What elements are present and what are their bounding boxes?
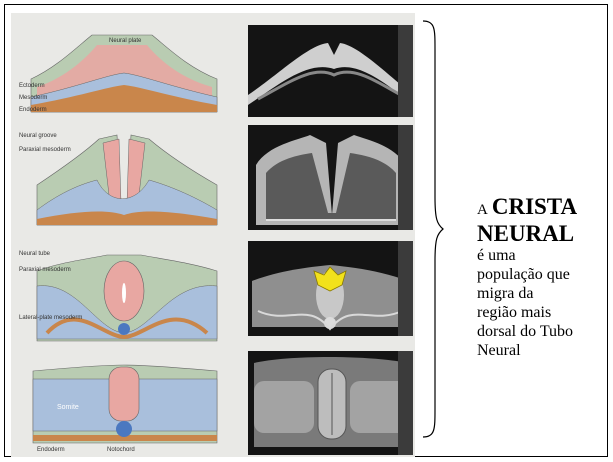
- caption-title-line1: CRISTA: [492, 194, 577, 219]
- diagram-neural-tube: Neural tube Paraxial mesoderm Lateral-pl…: [17, 241, 227, 346]
- label-paraxial-mesoderm-2: Paraxial mesoderm: [19, 267, 71, 273]
- diagram-somite: Somite Endoderm Notochord: [17, 353, 227, 453]
- figure-panel: Neural plate Ectoderm Mesoderm Endoderm …: [11, 13, 415, 457]
- sem-micrograph-neural-groove: [248, 125, 413, 230]
- label-neural-tube: Neural tube: [19, 251, 51, 257]
- caption-body-line5: dorsal do Tubo: [477, 323, 607, 342]
- label-endoderm-2: Endoderm: [37, 447, 65, 453]
- sem-micrograph-neural-plate: [248, 25, 413, 117]
- diagram-neural-groove: Neural groove Paraxial mesoderm: [17, 125, 227, 235]
- caption-body-line3: migra da: [477, 285, 607, 304]
- label-neural-plate: Neural plate: [109, 38, 142, 44]
- label-neural-groove: Neural groove: [19, 133, 57, 139]
- curly-brace: [421, 19, 445, 439]
- caption-body-line4: região mais: [477, 304, 607, 323]
- sem-micrograph-neural-tube: [248, 241, 413, 336]
- label-notochord: Notochord: [107, 447, 135, 453]
- caption-body-line6: Neural: [477, 342, 607, 361]
- diagram-neural-plate: Neural plate Ectoderm Mesoderm Endoderm: [17, 17, 227, 117]
- caption-body-line1: é uma: [477, 247, 607, 266]
- slide-frame: Neural plate Ectoderm Mesoderm Endoderm …: [4, 4, 608, 457]
- label-somite: Somite: [57, 404, 79, 411]
- label-endoderm: Endoderm: [19, 107, 47, 113]
- caption-text: A CRISTA NEURAL é uma população que migr…: [477, 193, 607, 361]
- caption-title-line2: NEURAL: [477, 220, 607, 247]
- caption-prefix: A: [477, 202, 488, 218]
- sem-micrograph-somite: [248, 351, 413, 455]
- label-lateral-plate-mesoderm: Lateral-plate mesoderm: [19, 315, 82, 321]
- label-paraxial-mesoderm-1: Paraxial mesoderm: [19, 147, 71, 153]
- label-ectoderm: Ectoderm: [19, 83, 45, 89]
- caption-body-line2: população que: [477, 266, 607, 285]
- label-mesoderm: Mesoderm: [19, 95, 47, 101]
